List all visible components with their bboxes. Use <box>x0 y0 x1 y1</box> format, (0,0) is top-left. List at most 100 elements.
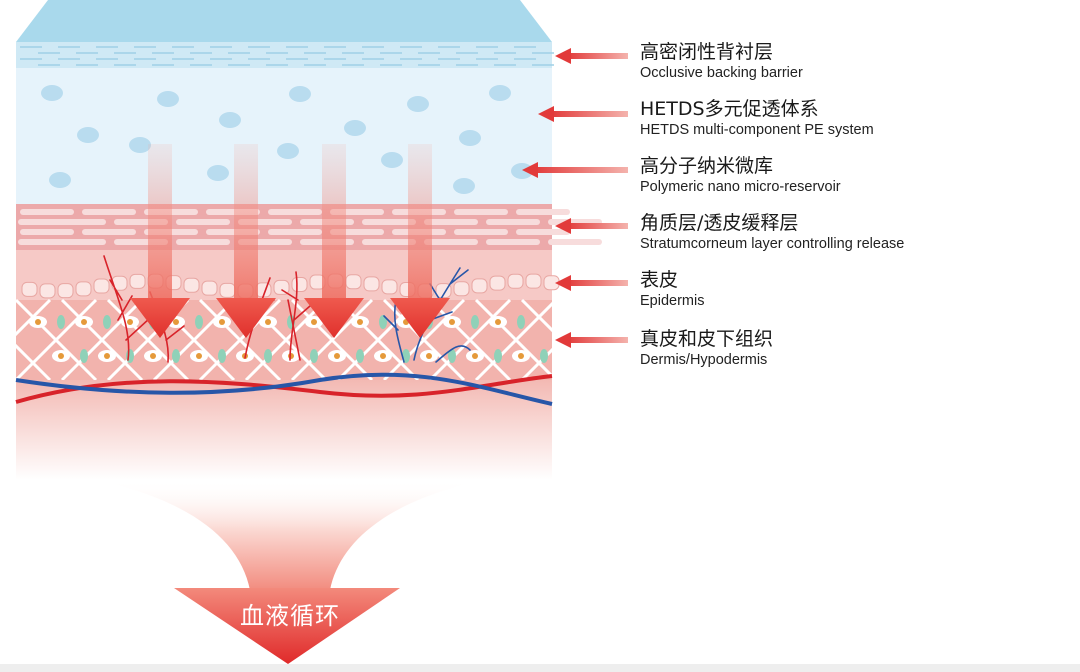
dermis-nucleus <box>150 353 156 359</box>
label-epidermis: 表皮 Epidermis <box>640 268 704 310</box>
lattice-line <box>290 298 374 382</box>
epidermis-cell <box>291 276 308 292</box>
stratum-cells <box>18 209 602 245</box>
bottom-scroll-strip <box>0 664 1080 672</box>
lattice-line <box>16 298 98 382</box>
arrow-shaft <box>148 144 172 300</box>
dermis-fiber <box>218 349 226 363</box>
dermis-fiber <box>264 349 272 363</box>
dermis-nucleus <box>219 319 225 325</box>
nano-droplet <box>511 163 533 179</box>
pointer-head <box>555 218 571 234</box>
lattice-line <box>474 301 552 382</box>
nano-droplet <box>219 112 241 128</box>
epidermis-cell <box>453 281 470 297</box>
label-en: Dermis/Hypodermis <box>640 352 768 368</box>
epidermis-cell <box>39 283 56 299</box>
backing-barrier-layer <box>16 0 552 42</box>
dermis-nucleus <box>518 353 524 359</box>
dermis-fiber <box>494 349 502 363</box>
lattice-line <box>0 300 4 380</box>
epidermis-cell <box>507 273 524 289</box>
stratum-cell <box>176 239 230 245</box>
epidermis-cell <box>183 277 200 293</box>
stratum-cell <box>176 219 230 225</box>
lower-fade <box>16 380 552 480</box>
stratum-cell <box>362 219 416 225</box>
nano-droplet <box>49 172 71 188</box>
pointer-shaft <box>567 223 628 229</box>
stratum-cell <box>486 239 540 245</box>
label-backing-barrier: 高密闭性背衬层 Occlusive backing barrier <box>640 40 803 82</box>
label-hetds: HETDS多元促透体系 HETDS multi-component PE sys… <box>640 97 874 139</box>
label-zh: 角质层/透皮缓释层 <box>640 212 799 234</box>
dermis-fiber <box>172 349 180 363</box>
lattice-line <box>16 343 52 382</box>
nano-droplet <box>77 127 99 143</box>
dermis-nucleus <box>334 353 340 359</box>
label-en: Polymeric nano micro-reservoir <box>640 179 841 195</box>
nano-droplet <box>157 91 179 107</box>
dermis-nucleus <box>380 353 386 359</box>
label-en: Epidermis <box>640 293 705 309</box>
nano-droplets <box>41 85 533 194</box>
lattice-line <box>890 300 970 380</box>
label-pointers <box>522 48 628 348</box>
label-dermis: 真皮和皮下组织 Dermis/Hypodermis <box>640 327 773 369</box>
dermis-nucleus <box>35 319 41 325</box>
dermis-nucleus <box>449 319 455 325</box>
dermis-nucleus <box>288 353 294 359</box>
lattice-line <box>152 298 236 382</box>
lattice-line <box>520 298 552 333</box>
lattice-line <box>60 298 144 382</box>
nano-droplet <box>489 85 511 101</box>
dermis-nucleus <box>472 353 478 359</box>
lattice-line <box>798 300 878 380</box>
label-nano-reservoir: 高分子纳米微库 Polymeric nano micro-reservoir <box>640 154 841 196</box>
nano-droplet <box>381 152 403 168</box>
dermis-nucleus <box>495 319 501 325</box>
label-zh: HETDS多元促透体系 <box>640 98 819 120</box>
nano-droplet <box>344 120 366 136</box>
epidermis-cell <box>471 278 488 294</box>
stratum-cell <box>82 229 136 235</box>
nano-droplet <box>277 143 299 159</box>
epidermis-cell <box>363 276 380 292</box>
pointer-head <box>555 48 571 64</box>
dermis-fiber <box>80 349 88 363</box>
dermis-nucleus <box>357 319 363 325</box>
dermis-nucleus <box>127 319 133 325</box>
epidermis-cell <box>489 275 506 291</box>
stratum-cell <box>486 219 540 225</box>
label-zh: 高密闭性背衬层 <box>640 41 774 63</box>
nano-droplet <box>407 96 429 112</box>
dermis-nucleus <box>81 319 87 325</box>
dermis-fiber <box>57 315 65 329</box>
pointer-shaft <box>567 337 628 343</box>
stratum-cell <box>516 229 570 235</box>
dermis-fiber <box>517 315 525 329</box>
nano-droplet <box>453 178 475 194</box>
lattice-line <box>798 300 878 380</box>
arrow-head <box>390 298 450 338</box>
stratum-cell <box>454 229 508 235</box>
epidermis-cell <box>57 283 74 299</box>
stratum-cell <box>362 239 416 245</box>
pointer-head <box>538 106 554 122</box>
stratum-cell <box>20 229 74 235</box>
epidermis-cell <box>201 280 218 296</box>
stratum-cell <box>52 239 106 245</box>
arrow-head <box>216 298 276 338</box>
pointer-shaft <box>534 167 628 173</box>
lattice-line <box>428 298 512 382</box>
dermis-fiber <box>356 349 364 363</box>
arrow-shaft <box>322 144 346 300</box>
dermis-fiber <box>126 349 134 363</box>
blood-circulation-label: 血液循环 <box>240 602 340 630</box>
stratum-cell <box>516 209 570 215</box>
epidermis-cell <box>75 281 92 297</box>
dermis-nucleus <box>173 319 179 325</box>
epidermis-cell <box>93 278 110 294</box>
penetration-arrows <box>130 144 450 338</box>
stratum-cell <box>454 209 508 215</box>
